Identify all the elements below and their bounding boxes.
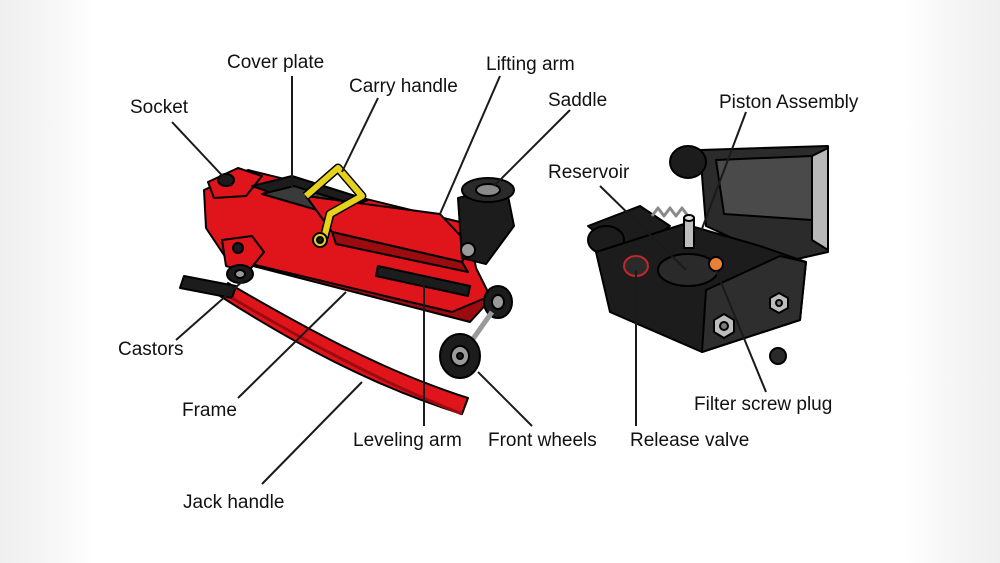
leader-saddle — [493, 109, 571, 187]
label-saddle: Saddle — [548, 90, 607, 111]
reservoir-illustration — [657, 253, 719, 287]
label-filter-screw-plug: Filter screw plug — [694, 394, 832, 415]
leader-piston-assembly — [699, 111, 747, 235]
label-front-wheels: Front wheels — [488, 430, 597, 451]
leader-castors — [175, 279, 245, 341]
label-carry-handle: Carry handle — [349, 76, 458, 97]
label-piston-assembly: Piston Assembly — [719, 92, 859, 113]
pump-assembly-illustration — [587, 145, 829, 365]
leader-jack-handle — [261, 381, 363, 485]
label-cover-plate: Cover plate — [227, 52, 324, 73]
leader-front-wheels — [477, 371, 533, 427]
leader-carry-handle — [341, 97, 379, 173]
left-edge-shade — [0, 0, 95, 563]
filter-screw-plug-illustration — [708, 256, 724, 272]
label-socket: Socket — [130, 97, 189, 118]
leader-lines — [171, 75, 767, 485]
label-release-valve: Release valve — [630, 430, 749, 451]
front-wheels-illustration — [439, 285, 513, 379]
label-lifting-arm: Lifting arm — [486, 54, 575, 75]
castors-illustration — [226, 264, 254, 284]
leader-socket — [171, 121, 233, 187]
leader-lifting-arm — [439, 75, 501, 215]
label-reservoir: Reservoir — [548, 162, 630, 183]
saddle-illustration — [457, 177, 515, 265]
labels: Socket Cover plate Carry handle Lifting … — [118, 52, 859, 513]
carry-handle-illustration — [303, 163, 367, 248]
jack-handle-illustration — [179, 275, 469, 416]
leader-frame — [237, 291, 347, 399]
leader-filter-screw-plug — [715, 269, 767, 393]
label-castors: Castors — [118, 339, 183, 360]
leader-reservoir — [599, 185, 687, 271]
right-edge-shade — [905, 0, 1000, 563]
floor-jack-illustration — [179, 163, 515, 416]
label-jack-handle: Jack handle — [183, 492, 284, 513]
piston-assembly-illustration — [683, 217, 695, 249]
label-leveling-arm: Leveling arm — [353, 430, 462, 451]
label-frame: Frame — [182, 400, 237, 421]
